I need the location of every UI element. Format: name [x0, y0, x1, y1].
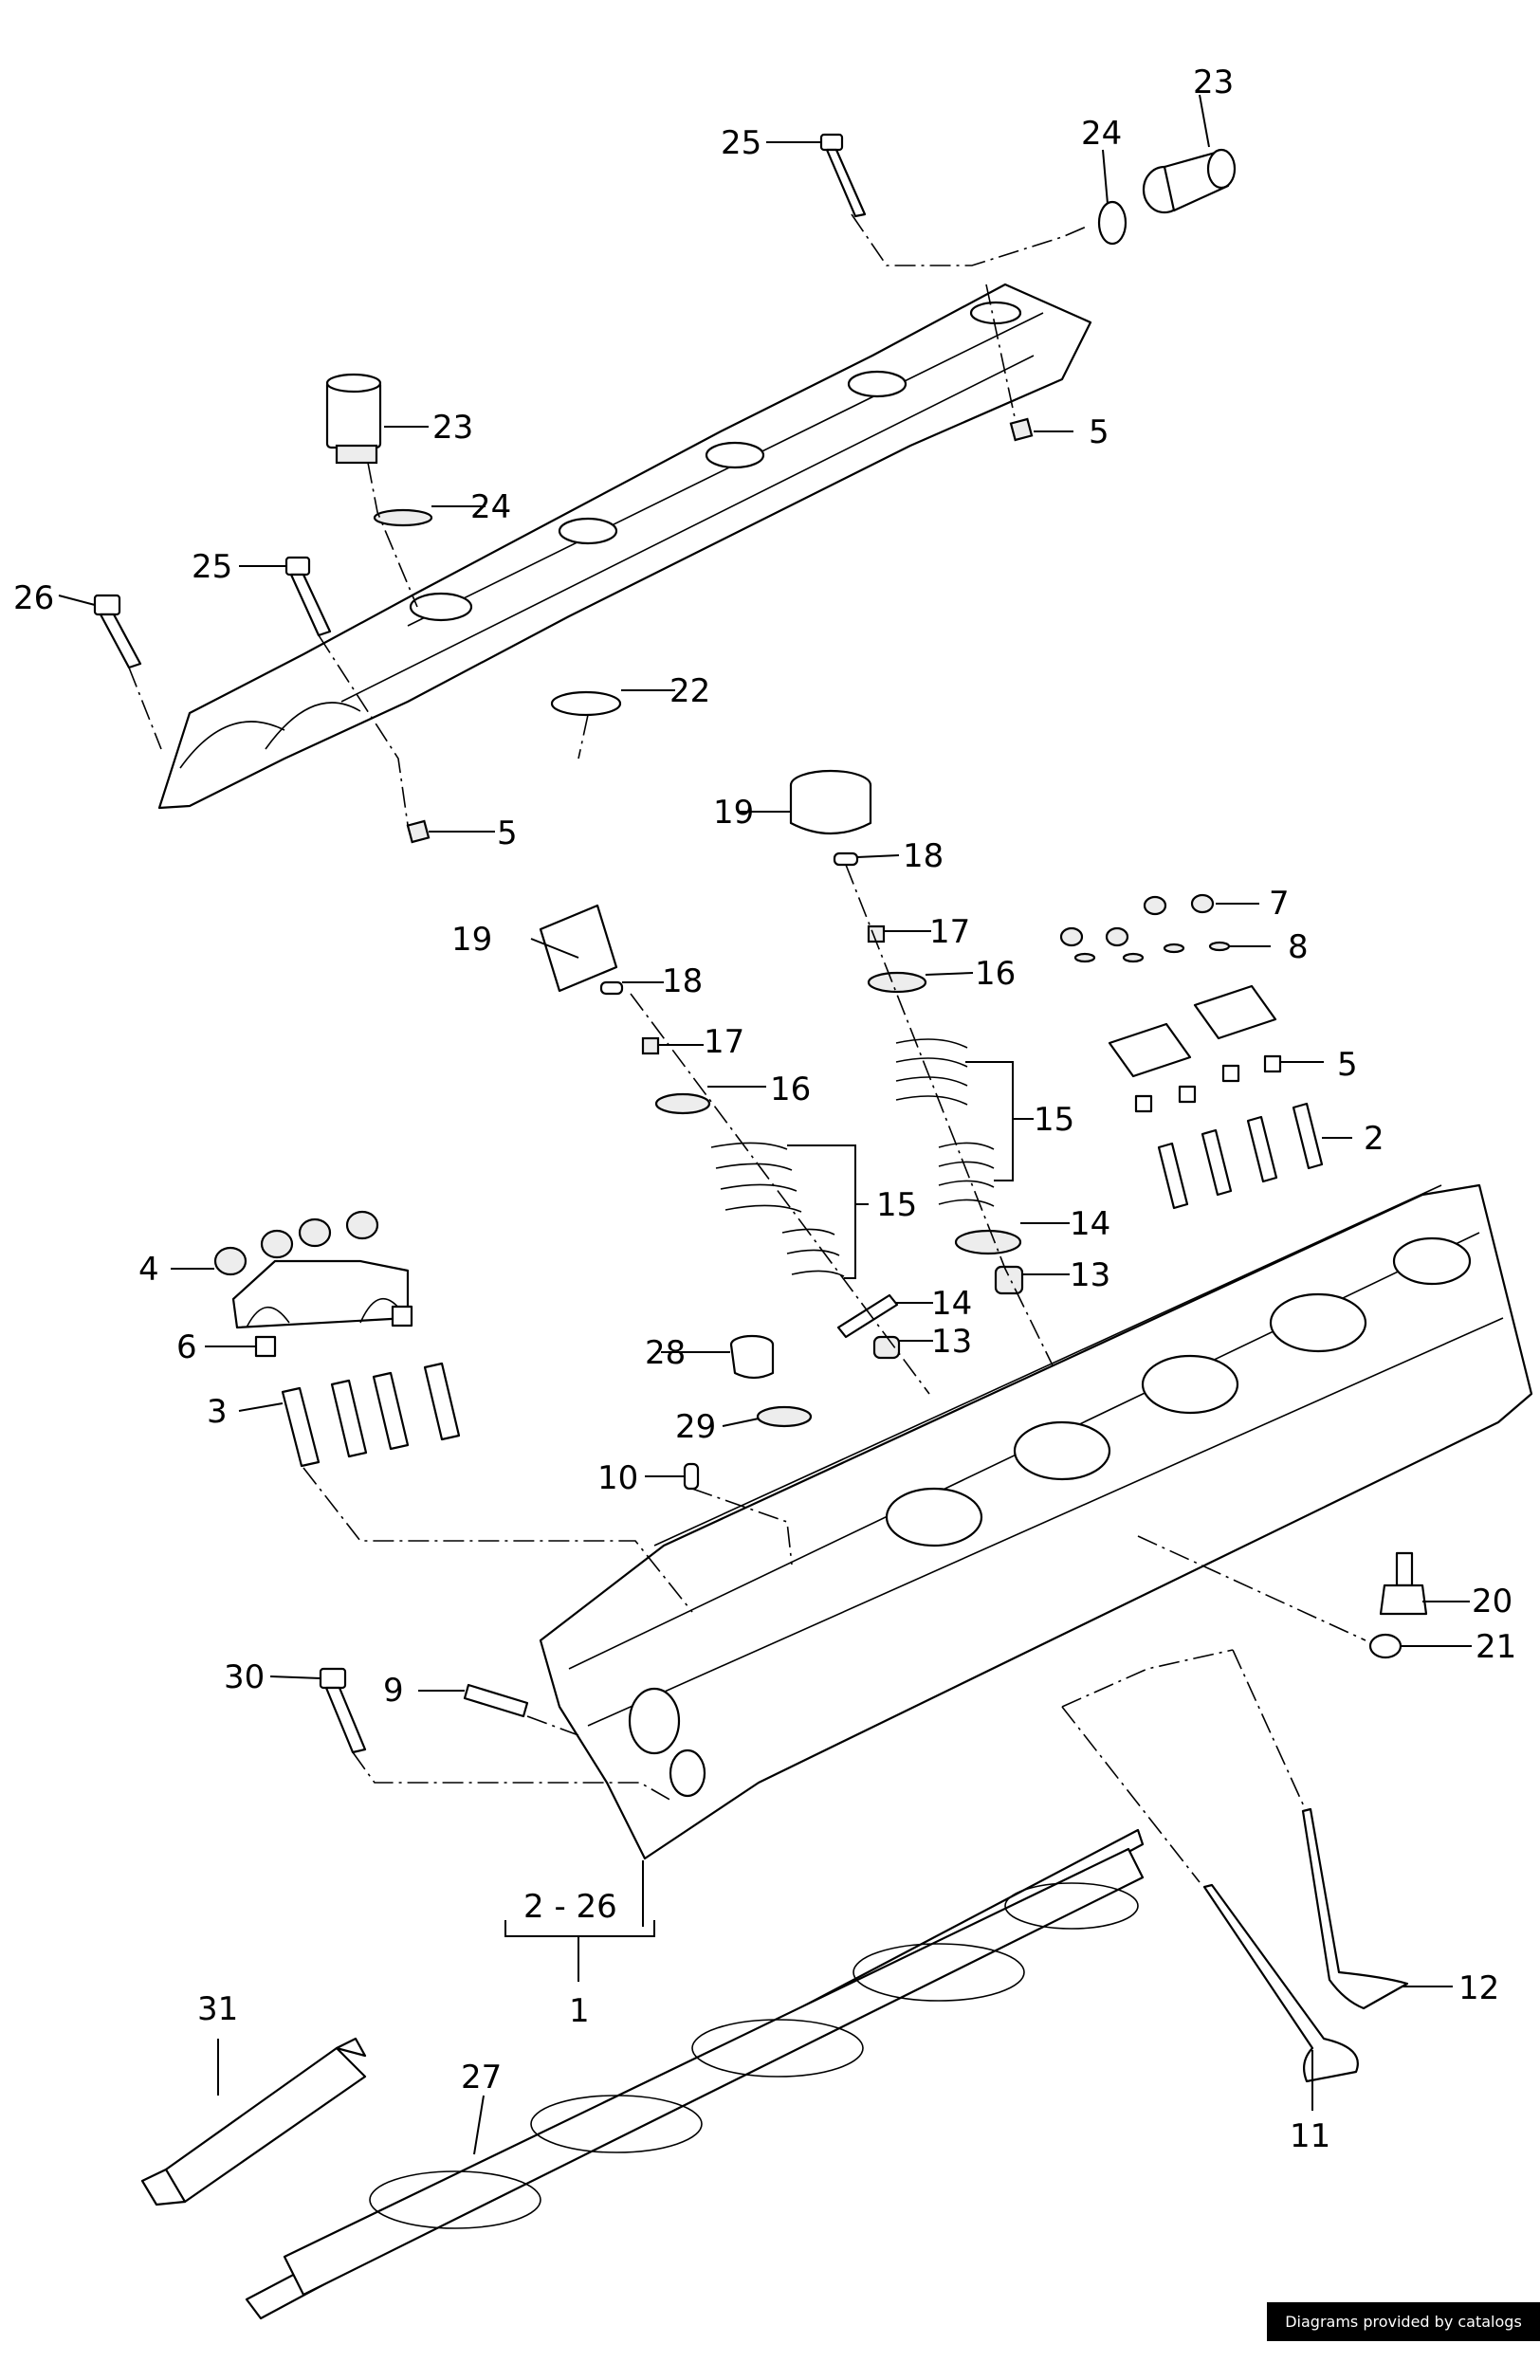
callout-12: 12 [1458, 1969, 1499, 2007]
callout-labels: 23 24 25 23 5 24 25 26 22 5 19 18 17 16 … [13, 64, 1516, 2155]
callout-15: 15 [1034, 1101, 1074, 1139]
cylinder-head [539, 1183, 1533, 1860]
bearing-cap-left [231, 1259, 410, 1329]
part-4-nuts [213, 1210, 379, 1276]
part-7-nuts [1059, 893, 1215, 947]
callout-13: 13 [1070, 1256, 1110, 1294]
part-25-mid-bolt [284, 556, 332, 637]
part-19-upper-bucket [789, 769, 872, 835]
part-17-upper-keeper [867, 925, 886, 943]
callout-24: 24 [1081, 115, 1122, 153]
part-6-sleeve-b [391, 1305, 413, 1327]
part-8-washers [1073, 941, 1231, 963]
part-25-upper-bolt [819, 133, 867, 218]
callout-24: 24 [470, 488, 511, 526]
callout-5: 5 [1089, 413, 1109, 451]
part-5-sleeve-b [406, 819, 431, 844]
callout-28: 28 [645, 1334, 686, 1372]
callout-21: 21 [1476, 1628, 1516, 1666]
part-19-lower-bucket [539, 904, 618, 993]
part-15-lower-springs [710, 1142, 845, 1277]
callout-19: 19 [451, 921, 492, 959]
callout-14: 14 [1070, 1205, 1110, 1243]
callout-13: 13 [931, 1323, 972, 1361]
callout-15: 15 [876, 1186, 917, 1224]
bearing-caps-right [1108, 984, 1277, 1078]
callout-26: 26 [13, 579, 54, 617]
callout-17: 17 [704, 1023, 744, 1061]
part-23-upper-fitting [1142, 148, 1237, 214]
part-14-upper-seal [954, 1229, 1022, 1255]
part-20-sensor [1379, 1551, 1428, 1616]
part-27-head-gasket [245, 1828, 1145, 2320]
part-5-sleeve-a [1009, 417, 1034, 442]
part-16-upper-retainer [867, 971, 927, 994]
part-14-lower-guide [836, 1293, 899, 1339]
callout-6: 6 [176, 1328, 197, 1366]
callout-2: 2 [1364, 1120, 1384, 1158]
part-12-valve [1301, 1807, 1409, 2010]
callout-22: 22 [669, 672, 710, 710]
callout-19: 19 [713, 794, 754, 832]
part-5-sleeves-right [1134, 1054, 1282, 1113]
camshaft-housing [157, 283, 1092, 810]
diagram-credit-badge: Diagrams provided by catalogs parts [1267, 2302, 1540, 2370]
callout-11: 11 [1290, 2117, 1330, 2155]
callout-3: 3 [207, 1393, 228, 1431]
callout-27: 27 [461, 2059, 502, 2096]
part-24-mid-oring [373, 508, 433, 527]
part-23-mid-fitting [325, 373, 382, 465]
callout-16: 16 [770, 1071, 811, 1108]
part-31-sealant-tube [140, 2037, 367, 2206]
callout-1: 1 [569, 1992, 590, 2030]
callout-range-2-26: 2 - 26 [523, 1888, 617, 1926]
part-15-upper-springs [895, 1038, 995, 1207]
part-22-seal [550, 690, 622, 717]
part-30-bolt [319, 1667, 367, 1754]
centerlines [128, 213, 1366, 1883]
part-10-dowel [683, 1462, 700, 1491]
callout-9: 9 [383, 1672, 404, 1710]
callout-10: 10 [597, 1459, 638, 1497]
callout-23: 23 [432, 409, 473, 447]
callout-30: 30 [224, 1658, 265, 1696]
part-11-valve [1202, 1883, 1359, 2083]
callout-29: 29 [675, 1408, 716, 1446]
callout-5: 5 [497, 815, 518, 852]
part-18-upper-shim [833, 851, 859, 867]
part-29-washer [756, 1405, 813, 1428]
part-28-bushing [729, 1334, 775, 1380]
callout-16: 16 [975, 955, 1016, 993]
callout-23: 23 [1193, 64, 1234, 101]
callout-20: 20 [1472, 1583, 1512, 1620]
part-2-studs [1157, 1102, 1324, 1210]
callout-25: 25 [721, 124, 761, 162]
callout-17: 17 [929, 913, 970, 951]
part-26-bolt [93, 594, 142, 669]
part-6-sleeve-a [254, 1335, 277, 1358]
callout-8: 8 [1288, 928, 1309, 966]
part-3-studs [281, 1362, 461, 1468]
callout-31: 31 [197, 1990, 238, 2028]
callout-18: 18 [662, 962, 703, 1000]
part-24-upper-oring [1097, 200, 1128, 246]
callout-7: 7 [1269, 885, 1290, 923]
callout-4: 4 [138, 1251, 159, 1289]
part-13-upper-seal [994, 1265, 1024, 1295]
callout-5: 5 [1337, 1046, 1358, 1084]
callout-18: 18 [903, 837, 944, 875]
part-16-lower-retainer [654, 1092, 711, 1115]
part-17-lower-keeper [641, 1036, 660, 1055]
callout-14: 14 [931, 1285, 972, 1323]
leader-lines [58, 94, 1472, 2155]
part-9-stud [463, 1683, 529, 1718]
part-21-ring [1368, 1633, 1402, 1659]
part-18-lower-shim [599, 980, 624, 996]
callout-25: 25 [192, 548, 232, 586]
